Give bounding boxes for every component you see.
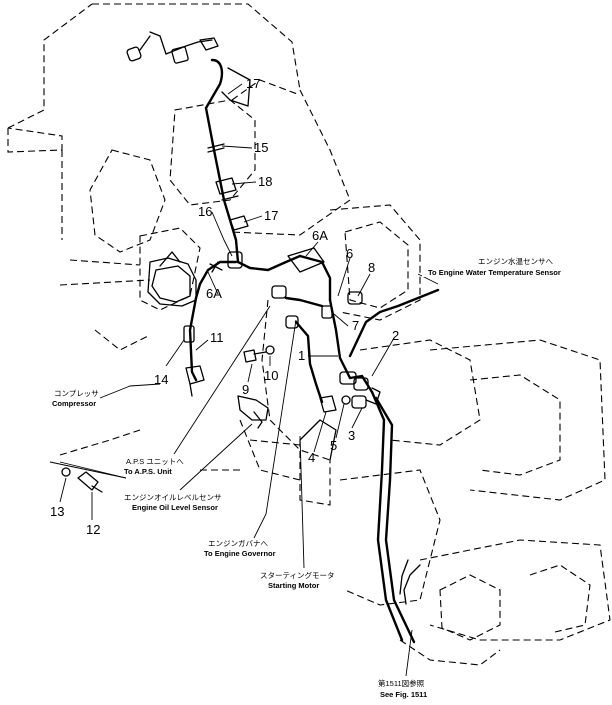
callout-4: 4 [308,450,315,465]
callout-18: 18 [258,174,272,189]
callout-1: 1 [298,348,305,363]
sensor-14 [183,325,205,397]
harness-clip-17b [229,215,249,231]
compressor [147,251,197,307]
phantom-engine-outline [7,3,611,666]
oil-level-label-en: Engine Oil Level Sensor [132,503,218,512]
callout-5: 5 [330,438,337,453]
washer-10 [265,345,275,355]
callout-10: 10 [264,368,278,383]
oil-level-label-jp: エンジンオイルレベルセンサ [124,493,222,502]
compressor-label-en: Compressor [52,399,96,408]
washer-13 [61,467,71,477]
callout-6: 6 [346,246,353,261]
compressor-label-jp: コンプレッサ [54,389,99,398]
callout-11: 11 [210,330,224,345]
annotations: エンジン水温センサへ To Engine Water Temperature S… [52,255,592,699]
governor-label-en: To Engine Governor [204,549,276,558]
oil-level-sensor [237,395,269,429]
bolt-12 [77,471,103,493]
aps-label-en: To A.P.S. Unit [124,467,172,476]
starting-motor [299,419,337,461]
connector-16 [209,251,243,273]
connector-2-block [339,371,381,405]
callout-3: 3 [348,428,355,443]
water-temp-label-en: To Engine Water Temperature Sensor [428,268,561,277]
wire-harness [188,58,440,644]
callout-6a-top: 6A [312,228,328,243]
callout-6a-left: 6A [206,286,222,301]
callouts: 17 15 18 16 17 6A 6A 6 8 7 1 2 11 14 10 … [50,76,399,537]
callout-14: 14 [154,372,168,387]
harness-clip-15 [207,143,225,153]
callout-17-upper: 17 [246,76,260,91]
leader-lines [49,83,439,677]
callout-8: 8 [368,260,375,275]
bolt-9 [243,349,267,363]
callout-2: 2 [392,328,399,343]
callout-7: 7 [352,318,359,333]
callout-17-lower: 17 [264,208,278,223]
harness-clip-18 [215,177,239,201]
see-fig-label-jp: 第1511図参照 [378,678,425,688]
callout-12: 12 [86,522,100,537]
callout-15: 15 [254,140,268,155]
connector-8 [347,291,363,305]
callout-9: 9 [242,382,249,397]
connector-6a [271,247,333,329]
connector-top [126,31,219,64]
governor-label-jp: エンジンガバナへ [208,538,268,548]
starting-motor-label-en: Starting Motor [268,581,319,590]
aps-label-jp: A.P.S ユニットへ [126,457,184,466]
callout-16: 16 [198,204,212,219]
water-temp-label-jp: エンジン水温センサへ [478,256,553,266]
see-fig-label-en: See Fig. 1511 [380,690,427,699]
connector-5-block [319,395,367,413]
starting-motor-label-jp: スターティングモータ [260,570,335,580]
callout-13: 13 [50,504,64,519]
